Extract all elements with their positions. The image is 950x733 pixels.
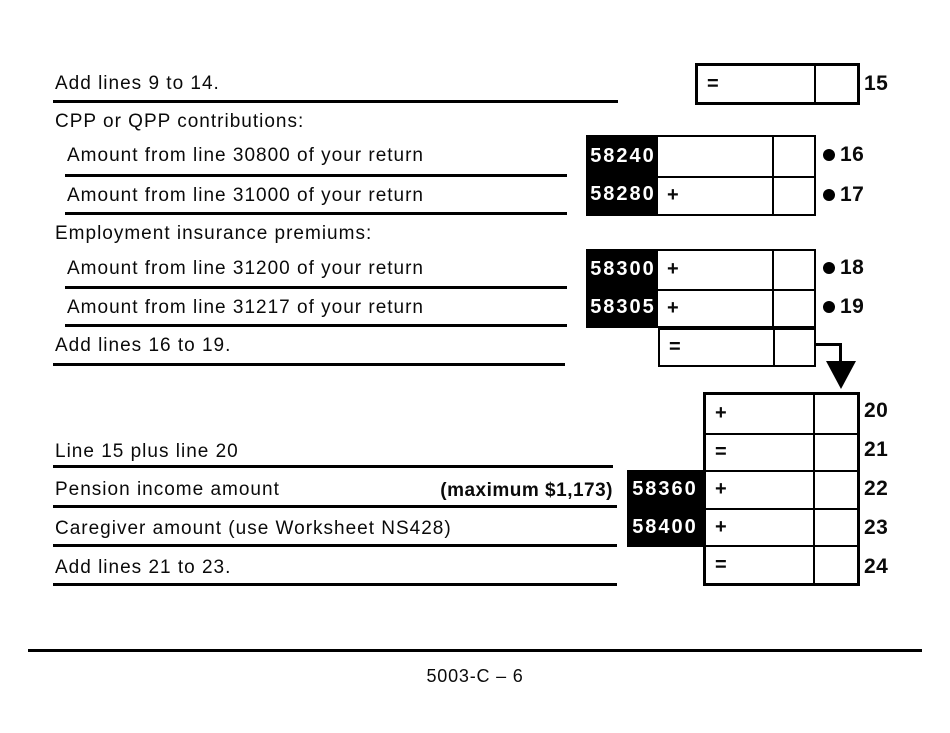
cents-field-line-21[interactable]	[813, 432, 857, 471]
operator-sign: =	[669, 336, 681, 358]
line-number-21: 21	[864, 438, 889, 461]
amount-field-line-15[interactable]: =	[698, 66, 814, 102]
ei-amount-table: 58300 + 58305 +	[586, 249, 816, 328]
label-add-lines-21-23: Add lines 21 to 23.	[55, 557, 232, 578]
operator-sign: +	[667, 258, 679, 281]
bullet-icon	[823, 149, 835, 161]
cents-field-line-16[interactable]	[772, 137, 814, 176]
cpp-amount-table: 58240 58280 +	[586, 135, 816, 216]
amount-field-line-16[interactable]	[658, 137, 772, 176]
amount-field-line-18[interactable]: +	[658, 251, 772, 289]
label-line-30800: Amount from line 30800 of your return	[67, 145, 425, 166]
operator-sign: =	[715, 553, 727, 576]
line-number-24: 24	[864, 555, 889, 578]
line-number-18: 18	[840, 256, 865, 279]
underline	[53, 465, 613, 468]
amount-field-line-22[interactable]: +	[706, 470, 813, 508]
field-code-58300: 58300	[588, 251, 658, 289]
operator-sign: +	[667, 296, 679, 319]
amount-field-sum-16-19[interactable]: =	[660, 330, 773, 365]
label-add-lines-16-19: Add lines 16 to 19.	[55, 335, 232, 356]
label-line-31217: Amount from line 31217 of your return	[67, 297, 425, 318]
amount-field-line-20[interactable]: +	[706, 395, 813, 433]
line-marker-19: 19	[823, 295, 864, 319]
cents-field-line-17[interactable]	[772, 175, 814, 214]
underline	[53, 583, 617, 586]
cents-field-line-19[interactable]	[772, 288, 814, 326]
cents-field-line-24[interactable]	[813, 545, 857, 583]
line-number-16: 16	[840, 143, 865, 166]
label-line15-plus-20: Line 15 plus line 20	[55, 441, 239, 462]
cents-field-line-22[interactable]	[813, 470, 857, 508]
bullet-icon	[823, 262, 835, 274]
amount-field-line-23[interactable]: +	[706, 507, 813, 546]
label-pension-maximum: (maximum $1,173)	[440, 480, 613, 501]
label-caregiver: Caregiver amount (use Worksheet NS428)	[55, 518, 452, 539]
cents-field-line-18[interactable]	[772, 251, 814, 289]
underline	[65, 174, 567, 177]
underline	[65, 324, 567, 327]
amount-box-sum-16-19: =	[658, 328, 816, 367]
line-marker-16: 16	[823, 143, 864, 167]
amount-field-line-17[interactable]: +	[658, 175, 772, 215]
page-footer-code: 5003-C – 6	[426, 666, 524, 686]
field-code-58305: 58305	[588, 288, 658, 326]
field-code-block: 58360 58400	[627, 470, 703, 547]
underline	[53, 505, 617, 508]
cents-field-line-20[interactable]	[813, 395, 857, 433]
label-ei-header: Employment insurance premiums:	[55, 223, 373, 244]
operator-sign: +	[715, 516, 727, 539]
line-marker-17: 17	[823, 183, 864, 207]
bullet-icon	[823, 301, 835, 313]
operator-sign: =	[715, 440, 727, 463]
underline	[65, 212, 567, 215]
label-add-lines-9-14: Add lines 9 to 14.	[55, 73, 220, 94]
underline	[65, 286, 567, 289]
operator-sign: +	[715, 478, 727, 501]
totals-table: + = + + =	[703, 392, 860, 586]
footer-rule	[28, 649, 922, 652]
amount-field-line-19[interactable]: +	[658, 288, 772, 327]
line-number-23: 23	[864, 516, 889, 539]
bullet-icon	[823, 189, 835, 201]
cents-field-sum-16-19[interactable]	[773, 330, 814, 365]
operator-sign: =	[707, 72, 719, 95]
cents-field-line-23[interactable]	[813, 507, 857, 546]
label-pension: Pension income amount	[55, 479, 280, 500]
line-number-15: 15	[864, 72, 889, 95]
line-number-17: 17	[840, 183, 865, 206]
cents-field-line-15[interactable]	[814, 66, 857, 102]
operator-sign: +	[715, 402, 727, 425]
field-code-58280: 58280	[588, 175, 658, 214]
amount-box-line-15: =	[695, 63, 860, 105]
underline	[53, 363, 565, 366]
amount-field-line-21[interactable]: =	[706, 432, 813, 471]
label-line-31200: Amount from line 31200 of your return	[67, 258, 425, 279]
label-line-31000: Amount from line 31000 of your return	[67, 185, 425, 206]
underline	[53, 544, 617, 547]
line-marker-18: 18	[823, 256, 864, 280]
line-number-19: 19	[840, 295, 865, 318]
field-code-58400: 58400	[632, 516, 698, 539]
label-cpp-header: CPP or QPP contributions:	[55, 111, 305, 132]
line-number-22: 22	[864, 477, 889, 500]
line-number-20: 20	[864, 399, 889, 422]
underline	[53, 100, 618, 103]
amount-field-line-24[interactable]: =	[706, 545, 813, 583]
field-code-58240: 58240	[588, 137, 658, 176]
operator-sign: +	[667, 184, 679, 207]
field-code-58360: 58360	[632, 477, 698, 500]
